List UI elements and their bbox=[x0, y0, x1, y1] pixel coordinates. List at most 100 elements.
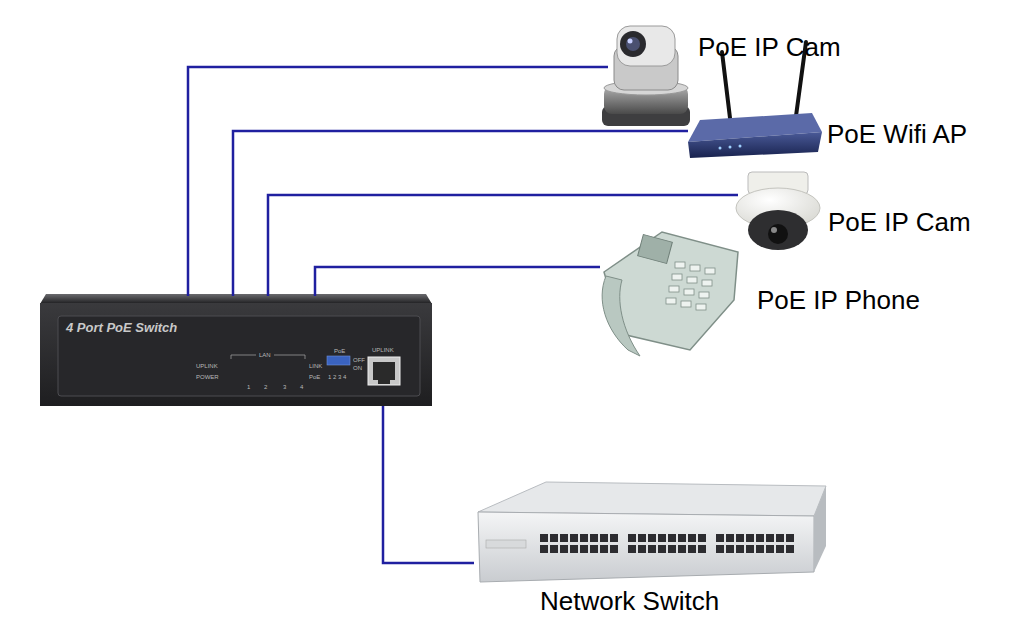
panel-label: UPLINK bbox=[196, 363, 218, 369]
device-node: PoE IP Phone bbox=[600, 228, 960, 358]
ethernet-cable bbox=[383, 406, 474, 563]
network-switch-body-part-part bbox=[560, 534, 568, 542]
device-node: PoE IP Cam bbox=[738, 170, 1010, 256]
network-switch-body-part-part bbox=[786, 534, 794, 542]
dome-camera-part bbox=[748, 210, 808, 250]
network-switch-body-part-part bbox=[658, 545, 666, 553]
poe-switch-body-part bbox=[305, 355, 306, 359]
network-switch-body-part-part bbox=[648, 534, 656, 542]
network-switch-body-part-part bbox=[658, 534, 666, 542]
network-switch-body-part-part bbox=[570, 545, 578, 553]
network-switch-body-part-part bbox=[610, 545, 618, 553]
panel-label: LINK bbox=[309, 363, 322, 369]
network-switch-body-part-part bbox=[736, 534, 744, 542]
network-switch: Network Switch bbox=[474, 478, 826, 615]
panel-label: PoE bbox=[334, 348, 345, 354]
network-switch-body-part-part bbox=[766, 534, 774, 542]
network-switch-body-part-part bbox=[756, 534, 764, 542]
network-switch-body-part-part bbox=[550, 545, 558, 553]
dome-camera-part bbox=[768, 224, 788, 244]
device-label: Network Switch bbox=[540, 588, 719, 614]
panel-label: LAN bbox=[259, 352, 271, 358]
network-switch-body-part-part bbox=[580, 545, 588, 553]
wifi-access-point-part bbox=[688, 132, 822, 158]
network-switch-body-part-part bbox=[540, 534, 548, 542]
network-switch-body-part-part bbox=[678, 534, 686, 542]
network-switch-body-part-part bbox=[600, 545, 608, 553]
ethernet-cable bbox=[268, 195, 738, 296]
ptz-camera bbox=[602, 26, 690, 126]
network-switch-body-part bbox=[478, 482, 826, 516]
network-switch-body-part-part bbox=[668, 534, 676, 542]
poe-switch-body-part bbox=[373, 362, 395, 380]
network-switch-body-part-part bbox=[736, 545, 744, 553]
network-switch-body bbox=[478, 482, 826, 582]
network-switch-body-part bbox=[814, 486, 826, 572]
network-switch-body-part-part bbox=[638, 534, 646, 542]
network-switch-body-part-part bbox=[698, 534, 706, 542]
panel-label: UPLINK bbox=[372, 347, 394, 353]
dome-camera bbox=[736, 172, 820, 250]
network-switch-body-part bbox=[486, 540, 526, 548]
ip-phone-part-part bbox=[672, 274, 682, 280]
network-switch-body-part-part bbox=[638, 545, 646, 553]
network-switch-body-part-part bbox=[746, 534, 754, 542]
network-switch-body-part-part bbox=[726, 545, 734, 553]
network-switch-body-part-part bbox=[716, 534, 724, 542]
network-switch-body-part-part bbox=[756, 545, 764, 553]
network-switch-body-part-part bbox=[668, 545, 676, 553]
ip-phone-part-part bbox=[684, 289, 694, 295]
panel-label: 2 bbox=[264, 384, 267, 390]
network-switch-body-part-part bbox=[648, 545, 656, 553]
poe-switch-body-part bbox=[368, 357, 400, 385]
ethernet-cable bbox=[233, 131, 688, 296]
network-switch-body-part-part bbox=[628, 545, 636, 553]
ip-phone-part-part bbox=[675, 262, 685, 268]
ptz-camera-part bbox=[626, 37, 640, 51]
network-switch-body-part bbox=[478, 512, 814, 582]
ethernet-cable bbox=[315, 267, 600, 296]
device-node: PoE Wifi AP bbox=[688, 40, 1010, 158]
ip-phone-part bbox=[602, 276, 640, 356]
network-switch-body-part-part bbox=[610, 534, 618, 542]
panel-label: 1 bbox=[247, 384, 250, 390]
ip-phone-part-part bbox=[690, 265, 700, 271]
ptz-camera-part bbox=[617, 26, 675, 66]
ip-phone-part-part bbox=[666, 298, 676, 304]
poe-switch-body-part bbox=[40, 294, 432, 304]
device-label: PoE IP Cam bbox=[698, 34, 841, 60]
wifi-access-point-part bbox=[729, 146, 732, 149]
wifi-access-point-part bbox=[722, 52, 730, 118]
network-switch-body-part-part bbox=[550, 534, 558, 542]
wifi-access-point-part bbox=[719, 147, 722, 150]
poe-switch-body-part bbox=[327, 356, 350, 365]
network-switch-body-part-part bbox=[600, 534, 608, 542]
wifi-access-point-part bbox=[739, 145, 742, 148]
network-switch-body-part-part bbox=[590, 545, 598, 553]
ip-phone-part-part bbox=[687, 277, 697, 283]
network-switch-body-part bbox=[540, 534, 794, 553]
network-switch-body-part-part bbox=[716, 545, 724, 553]
ip-phone-part-part bbox=[681, 301, 691, 307]
device-label: PoE Wifi AP bbox=[827, 121, 967, 147]
panel-label: PoE bbox=[309, 374, 320, 380]
panel-label: 3 bbox=[283, 384, 286, 390]
device-label: 4 Port PoE Switch bbox=[66, 321, 177, 334]
network-switch-body-part-part bbox=[776, 534, 784, 542]
panel-label: 1 2 3 4 bbox=[328, 374, 346, 380]
poe-switch-body-part bbox=[231, 355, 256, 356]
network-switch-body-part-part bbox=[590, 534, 598, 542]
poe-switch-body-part bbox=[378, 380, 390, 384]
device-label: PoE IP Phone bbox=[757, 287, 920, 313]
ptz-camera-part bbox=[628, 39, 633, 44]
network-switch-body-part-part bbox=[746, 545, 754, 553]
device-node: PoE IP Cam bbox=[608, 22, 898, 130]
ethernet-cable bbox=[188, 67, 608, 296]
network-switch-body-part-part bbox=[580, 534, 588, 542]
ip-phone-part-part bbox=[702, 280, 712, 286]
panel-label: POWER bbox=[196, 374, 219, 380]
network-switch-body-part-part bbox=[688, 545, 696, 553]
network-switch-body-part-part bbox=[678, 545, 686, 553]
ip-phone bbox=[602, 232, 738, 356]
